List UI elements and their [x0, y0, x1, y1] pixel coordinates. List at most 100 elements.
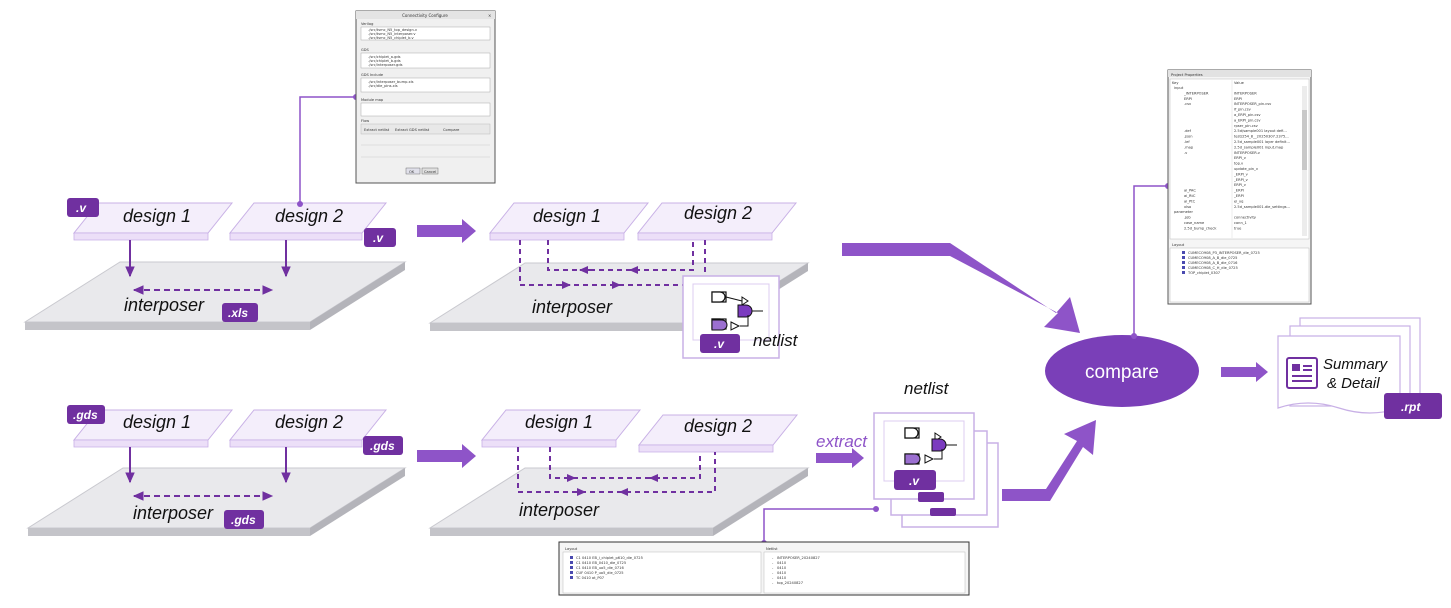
layout-item-icon	[570, 576, 573, 579]
label-design1: design 1	[123, 206, 191, 226]
tag-gds: .gds	[363, 436, 403, 455]
interposer-slab-4	[428, 467, 810, 536]
interposer-slab-1	[23, 261, 407, 330]
layout-item-icon	[570, 556, 573, 559]
verilog-row: ./src/tsmc_N5_chiplet_b.v	[368, 36, 415, 40]
svg-text:.v: .v	[76, 201, 87, 215]
flow-arrow	[417, 444, 476, 468]
include-row: ./src/die_pins.xls	[368, 84, 398, 88]
column-value: Value	[1234, 81, 1245, 85]
extract-arrow	[816, 448, 864, 468]
interposer-slab-3	[26, 467, 407, 536]
include-row: ./src/interposer_bump.xls	[368, 80, 414, 84]
flow-option[interactable]: Extract netlist	[364, 128, 390, 132]
leader-dot	[297, 201, 303, 207]
tree-branch: -	[772, 556, 774, 560]
tree-branch: -	[772, 581, 774, 585]
chip-design1-row1-b	[488, 202, 650, 241]
layout-item-icon	[570, 561, 573, 564]
flow-option[interactable]: Extract GDS netlist	[395, 128, 430, 132]
property-value: update_pin_v	[1234, 167, 1259, 171]
label-design1: design 1	[533, 206, 601, 226]
chip-design1-row2	[72, 409, 234, 448]
layout-title: Layout	[565, 547, 578, 551]
ok-label: OK	[409, 170, 415, 174]
property-value: INTERPOSER_pin.csv	[1234, 102, 1272, 106]
ok-button[interactable]	[405, 167, 421, 175]
label-design2: design 2	[275, 412, 343, 432]
detail-label: & Detail	[1327, 375, 1380, 392]
netlist-item: INTERPOSER_20240827	[777, 556, 820, 560]
tag-gds: .gds	[67, 405, 105, 424]
layout-item: C1 0410 EB_i_chiplet_p610_die_0725	[576, 556, 643, 560]
v-row-right-group: design 1 design 2 interposer	[428, 202, 810, 359]
column-key: Key	[1172, 81, 1179, 85]
layout-item-icon	[1182, 266, 1185, 269]
svg-text:.v: .v	[373, 231, 384, 245]
gds-row-left-group: design 1 design 2 interposer .gds .gds .…	[26, 405, 407, 536]
property-value: 2.5d_sample001 layer definit...	[1234, 140, 1290, 144]
property-key: .def	[1184, 129, 1192, 133]
property-value: test/254_8__20250307.2375...	[1234, 135, 1289, 139]
cancel-button[interactable]	[421, 167, 439, 175]
v-row-left-group: design 1 design 2 interposer .v .v .xls	[23, 94, 407, 330]
property-value: _ERPI	[1233, 189, 1244, 193]
flow-option[interactable]: Compare	[443, 128, 460, 132]
property-value: INTERPOSER	[1234, 91, 1257, 95]
netlist-title: Netlist	[766, 547, 778, 551]
property-value: _ERPI	[1233, 194, 1244, 198]
svg-text:.gds: .gds	[73, 408, 98, 422]
section-gds: GDS	[361, 48, 370, 52]
label-netlist: netlist	[753, 331, 799, 350]
layout-item-icon	[570, 566, 573, 569]
property-value: ERPI	[1234, 97, 1242, 101]
tag-v: .v	[364, 228, 396, 247]
property-key: .csv	[1184, 102, 1192, 106]
tag-gds: .gds	[224, 510, 264, 529]
netlist-item: 0410	[777, 571, 787, 575]
layout-item: CUMECO908_A_B_die_0725	[1188, 256, 1237, 260]
section-module-map: Module map	[361, 98, 384, 102]
layout-item: CUMECO908_P3_INTERPOSER_die_0725	[1188, 251, 1260, 255]
property-key: .v	[1184, 151, 1188, 155]
report-icon	[1286, 357, 1318, 389]
chip-design2-row2-b	[637, 414, 799, 453]
property-value: 2.5d_sample001 input.map	[1234, 145, 1284, 149]
label-design2: design 2	[684, 416, 752, 436]
flow-arrow	[417, 219, 476, 243]
property-value: connectivity	[1234, 216, 1257, 220]
label-design2: design 2	[684, 203, 752, 223]
tag-xls: .xls	[222, 303, 258, 322]
label-design2: design 2	[275, 206, 343, 226]
chip-design2-row2	[228, 409, 388, 448]
label-interposer: interposer	[519, 500, 600, 520]
layout-item-icon	[1182, 271, 1185, 274]
summary-label: Summary	[1323, 356, 1389, 373]
label-interposer: interposer	[532, 297, 613, 317]
section-verilog: Verilog	[361, 22, 373, 26]
project-properties-panel: Project Properties Key Value input_INTER…	[1167, 69, 1312, 305]
property-value: ERPI_v	[1234, 156, 1247, 160]
logic-gates-icon	[711, 291, 763, 331]
layout-item-icon	[570, 571, 573, 574]
property-key: input	[1174, 86, 1184, 90]
svg-text:.gds: .gds	[231, 513, 256, 527]
thick-arrow-top	[842, 243, 1080, 333]
property-key: .job	[1184, 216, 1191, 220]
verilog-row: ./src/tsmc_N5_interposer.v	[368, 32, 416, 36]
layout-item-icon	[1182, 251, 1185, 254]
netlist-stack: .v	[873, 412, 999, 528]
label-extract: extract	[816, 432, 868, 451]
logic-gates-icon	[904, 427, 957, 465]
leader-dot	[1131, 333, 1137, 339]
layout-item: TOP_chiplet_0307	[1187, 271, 1220, 275]
layout-item-icon	[1182, 261, 1185, 264]
leader-line	[763, 508, 876, 543]
close-icon[interactable]: ×	[488, 13, 491, 18]
layout-item: CUMECO908_A_B_die_0716	[1188, 261, 1238, 265]
property-key: ERPI	[1184, 97, 1192, 101]
tree-branch: -	[772, 561, 774, 565]
